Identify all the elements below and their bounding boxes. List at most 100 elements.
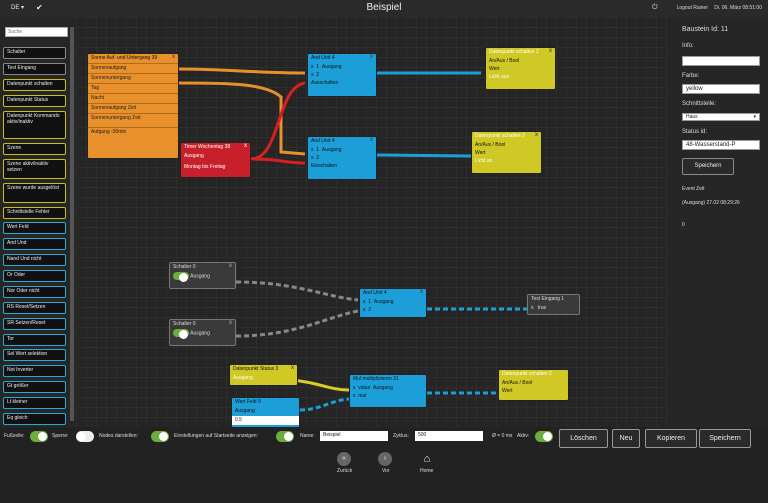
home-label[interactable]: Home <box>420 468 434 474</box>
sidebar-item-schalter[interactable]: Schalter <box>3 47 66 59</box>
node-output[interactable]: Ausgang <box>235 408 255 414</box>
sidebar-item-rs[interactable]: RS Reset/Setzen <box>3 302 66 314</box>
status-input[interactable]: 48-Wasserstand-P <box>682 140 760 150</box>
node-output[interactable]: Sonnenuntergang Zeit <box>88 113 178 123</box>
sidebar-scrollbar[interactable] <box>70 27 74 421</box>
close-icon[interactable]: x <box>244 143 247 149</box>
input-x[interactable]: x <box>353 393 356 399</box>
node-sonne-auf-untergang[interactable]: Sonne Auf- und Untergang 39 x Sonnenaufg… <box>87 53 179 159</box>
node-output[interactable]: Ausgang <box>190 330 210 337</box>
input-x[interactable]: x <box>311 72 314 78</box>
sidebar-item-test-eingang[interactable]: Test Eingang <box>3 63 66 75</box>
node-output[interactable]: Sonnenaufgang Zeit <box>88 103 178 113</box>
node-output[interactable]: Sonnenuntergang <box>88 73 178 83</box>
node-schalter-2[interactable]: Schalter 0 x Ausgang <box>169 319 236 346</box>
forward-label[interactable]: Vor <box>382 468 390 474</box>
aktiv-toggle[interactable] <box>535 431 553 442</box>
power-icon[interactable]: ⏻ <box>652 4 658 11</box>
node-and-3[interactable]: And Und 4 x x 1 Ausgang x 2 <box>359 288 427 318</box>
close-icon[interactable]: x <box>535 132 538 138</box>
sidebar-item-datenpunkt-status[interactable]: Datenpunkt Status <box>3 95 66 107</box>
checkmark-icon[interactable]: ✔ <box>36 3 43 12</box>
node-datenpunkt-schalten-1[interactable]: Datenpunkt schalten 2 x An/Aus / Bool We… <box>485 47 556 90</box>
node-output[interactable]: Tag <box>88 83 178 93</box>
node-input[interactable]: Wert <box>502 388 513 394</box>
sidebar-item-lt[interactable]: Lt kleiner <box>3 397 66 409</box>
close-icon[interactable]: x <box>370 54 373 60</box>
sidebar-item-wert-feld[interactable]: Wert Feld <box>3 222 66 234</box>
input-x[interactable]: x <box>363 299 366 305</box>
back-label[interactable]: Zurück <box>337 468 353 474</box>
input-x[interactable]: x <box>531 305 534 311</box>
node-input[interactable]: Wert <box>475 150 486 156</box>
forward-icon[interactable]: › <box>378 452 392 466</box>
sidebar-item-szene-aktiv[interactable]: Szene aktiv/inaktiv setzen <box>3 159 66 179</box>
node-output[interactable]: Ausgang <box>373 299 394 305</box>
node-schalter-1[interactable]: Schalter 0 x Ausgang <box>169 262 236 289</box>
input-x[interactable]: x <box>311 155 314 161</box>
node-timer-wochentag[interactable]: Timer Wochentag 38 x Ausgang Montag bis … <box>180 142 251 178</box>
einstellungen-toggle[interactable] <box>276 431 294 442</box>
close-icon[interactable]: x <box>229 320 232 326</box>
new-button[interactable]: Neu <box>612 429 640 448</box>
node-wert-feld[interactable]: Wert Feld 9 Ausgang 0.5 <box>231 397 300 427</box>
node-datenpunkt-schalten-3[interactable]: Datenpunkt schalten 2 An/Aus / Bool Wert <box>498 369 569 401</box>
copy-button[interactable]: Kopieren <box>645 429 697 448</box>
name-input[interactable]: Beispiel <box>320 431 388 441</box>
node-output[interactable]: Nacht <box>88 93 178 103</box>
search-input[interactable] <box>5 27 68 37</box>
farbe-input[interactable]: yellow <box>682 84 760 94</box>
node-input[interactable]: Wert <box>489 66 500 72</box>
node-output[interactable]: Ausgang <box>190 273 210 280</box>
sidebar-item-or[interactable]: Or Oder <box>3 270 66 282</box>
fusszeile-toggle[interactable] <box>30 431 48 442</box>
node-test-eingang[interactable]: Test Eingang 1 x true <box>527 294 580 315</box>
node-canvas[interactable]: Sonne Auf- und Untergang 39 x Sonnenaufg… <box>76 17 668 427</box>
node-output[interactable]: Ausgang <box>233 375 253 381</box>
schalter-toggle[interactable] <box>173 272 189 282</box>
sidebar-item-not[interactable]: Not Inverter <box>3 365 66 377</box>
close-icon[interactable]: x <box>291 365 294 371</box>
input-x[interactable]: x <box>363 307 366 313</box>
node-output[interactable]: Ausgang <box>373 385 393 391</box>
panel-save-button[interactable]: Speichern <box>682 158 734 175</box>
node-output[interactable]: Ausgang <box>184 153 204 159</box>
close-icon[interactable]: x <box>420 289 423 295</box>
home-icon[interactable]: ⌂ <box>423 453 431 465</box>
node-output[interactable]: Ausgang <box>321 64 342 70</box>
sidebar-item-gt[interactable]: Gt größer <box>3 381 66 393</box>
sidebar-item-szene-ausgeloest[interactable]: Szene wurde ausgelöst <box>3 183 66 203</box>
delete-button[interactable]: Löschen <box>559 429 608 448</box>
info-input[interactable] <box>682 56 760 66</box>
save-button[interactable]: Speichern <box>699 429 751 448</box>
sidebar-item-nor[interactable]: Nor Oder nicht <box>3 286 66 298</box>
sidebar-item-tor[interactable]: Tor <box>3 334 66 346</box>
sidebar-item-sel[interactable]: Sel Wert selektion <box>3 349 66 361</box>
node-and-2[interactable]: And Und 4 x x 1 Ausgang x 2 Einschalten <box>307 136 377 180</box>
input-x[interactable]: x <box>311 147 314 153</box>
node-datenpunkt-schalten-2[interactable]: Datenpunkt schalten 2 x An/Aus / Bool We… <box>471 131 542 174</box>
nodes-toggle[interactable] <box>151 431 169 442</box>
back-icon[interactable]: « <box>337 452 351 466</box>
node-datenpunkt-status[interactable]: Datenpunkt Status 3 x Ausgang <box>229 364 298 386</box>
node-output[interactable]: Sonnenaufgang <box>88 63 178 73</box>
sidebar-item-nand[interactable]: Nand Und nicht <box>3 254 66 266</box>
sidebar-item-szene[interactable]: Szene <box>3 143 66 155</box>
close-icon[interactable]: x <box>549 48 552 54</box>
sidebar-item-datenpunkt-schalten[interactable]: Datenpunkt schalten <box>3 79 66 91</box>
node-input[interactable]: An/Aus / Bool <box>475 142 506 148</box>
sidebar-item-eq[interactable]: Eq gleich <box>3 413 66 425</box>
input-x[interactable]: x <box>353 385 356 391</box>
schnittstelle-select[interactable]: Haus▾ <box>682 113 760 121</box>
sidebar-item-schnittstelle-fehler[interactable]: Schnittstelle Fehler <box>3 207 66 219</box>
sidebar-item-and[interactable]: And Und <box>3 238 66 250</box>
zyklus-input[interactable]: 500 <box>415 431 483 441</box>
schalter-toggle[interactable] <box>173 329 189 339</box>
node-and-1[interactable]: And Und 4 x x 1 Ausgang x 2 Ausschalten <box>307 53 377 97</box>
close-icon[interactable]: x <box>229 263 232 269</box>
input-x[interactable]: x <box>311 64 314 70</box>
close-icon[interactable]: x <box>172 54 175 60</box>
sidebar-item-sr[interactable]: SR Setzen/Reset <box>3 318 66 330</box>
node-output[interactable]: Ausgang <box>321 147 342 153</box>
logout-link[interactable]: Logout Rainer <box>676 5 708 11</box>
